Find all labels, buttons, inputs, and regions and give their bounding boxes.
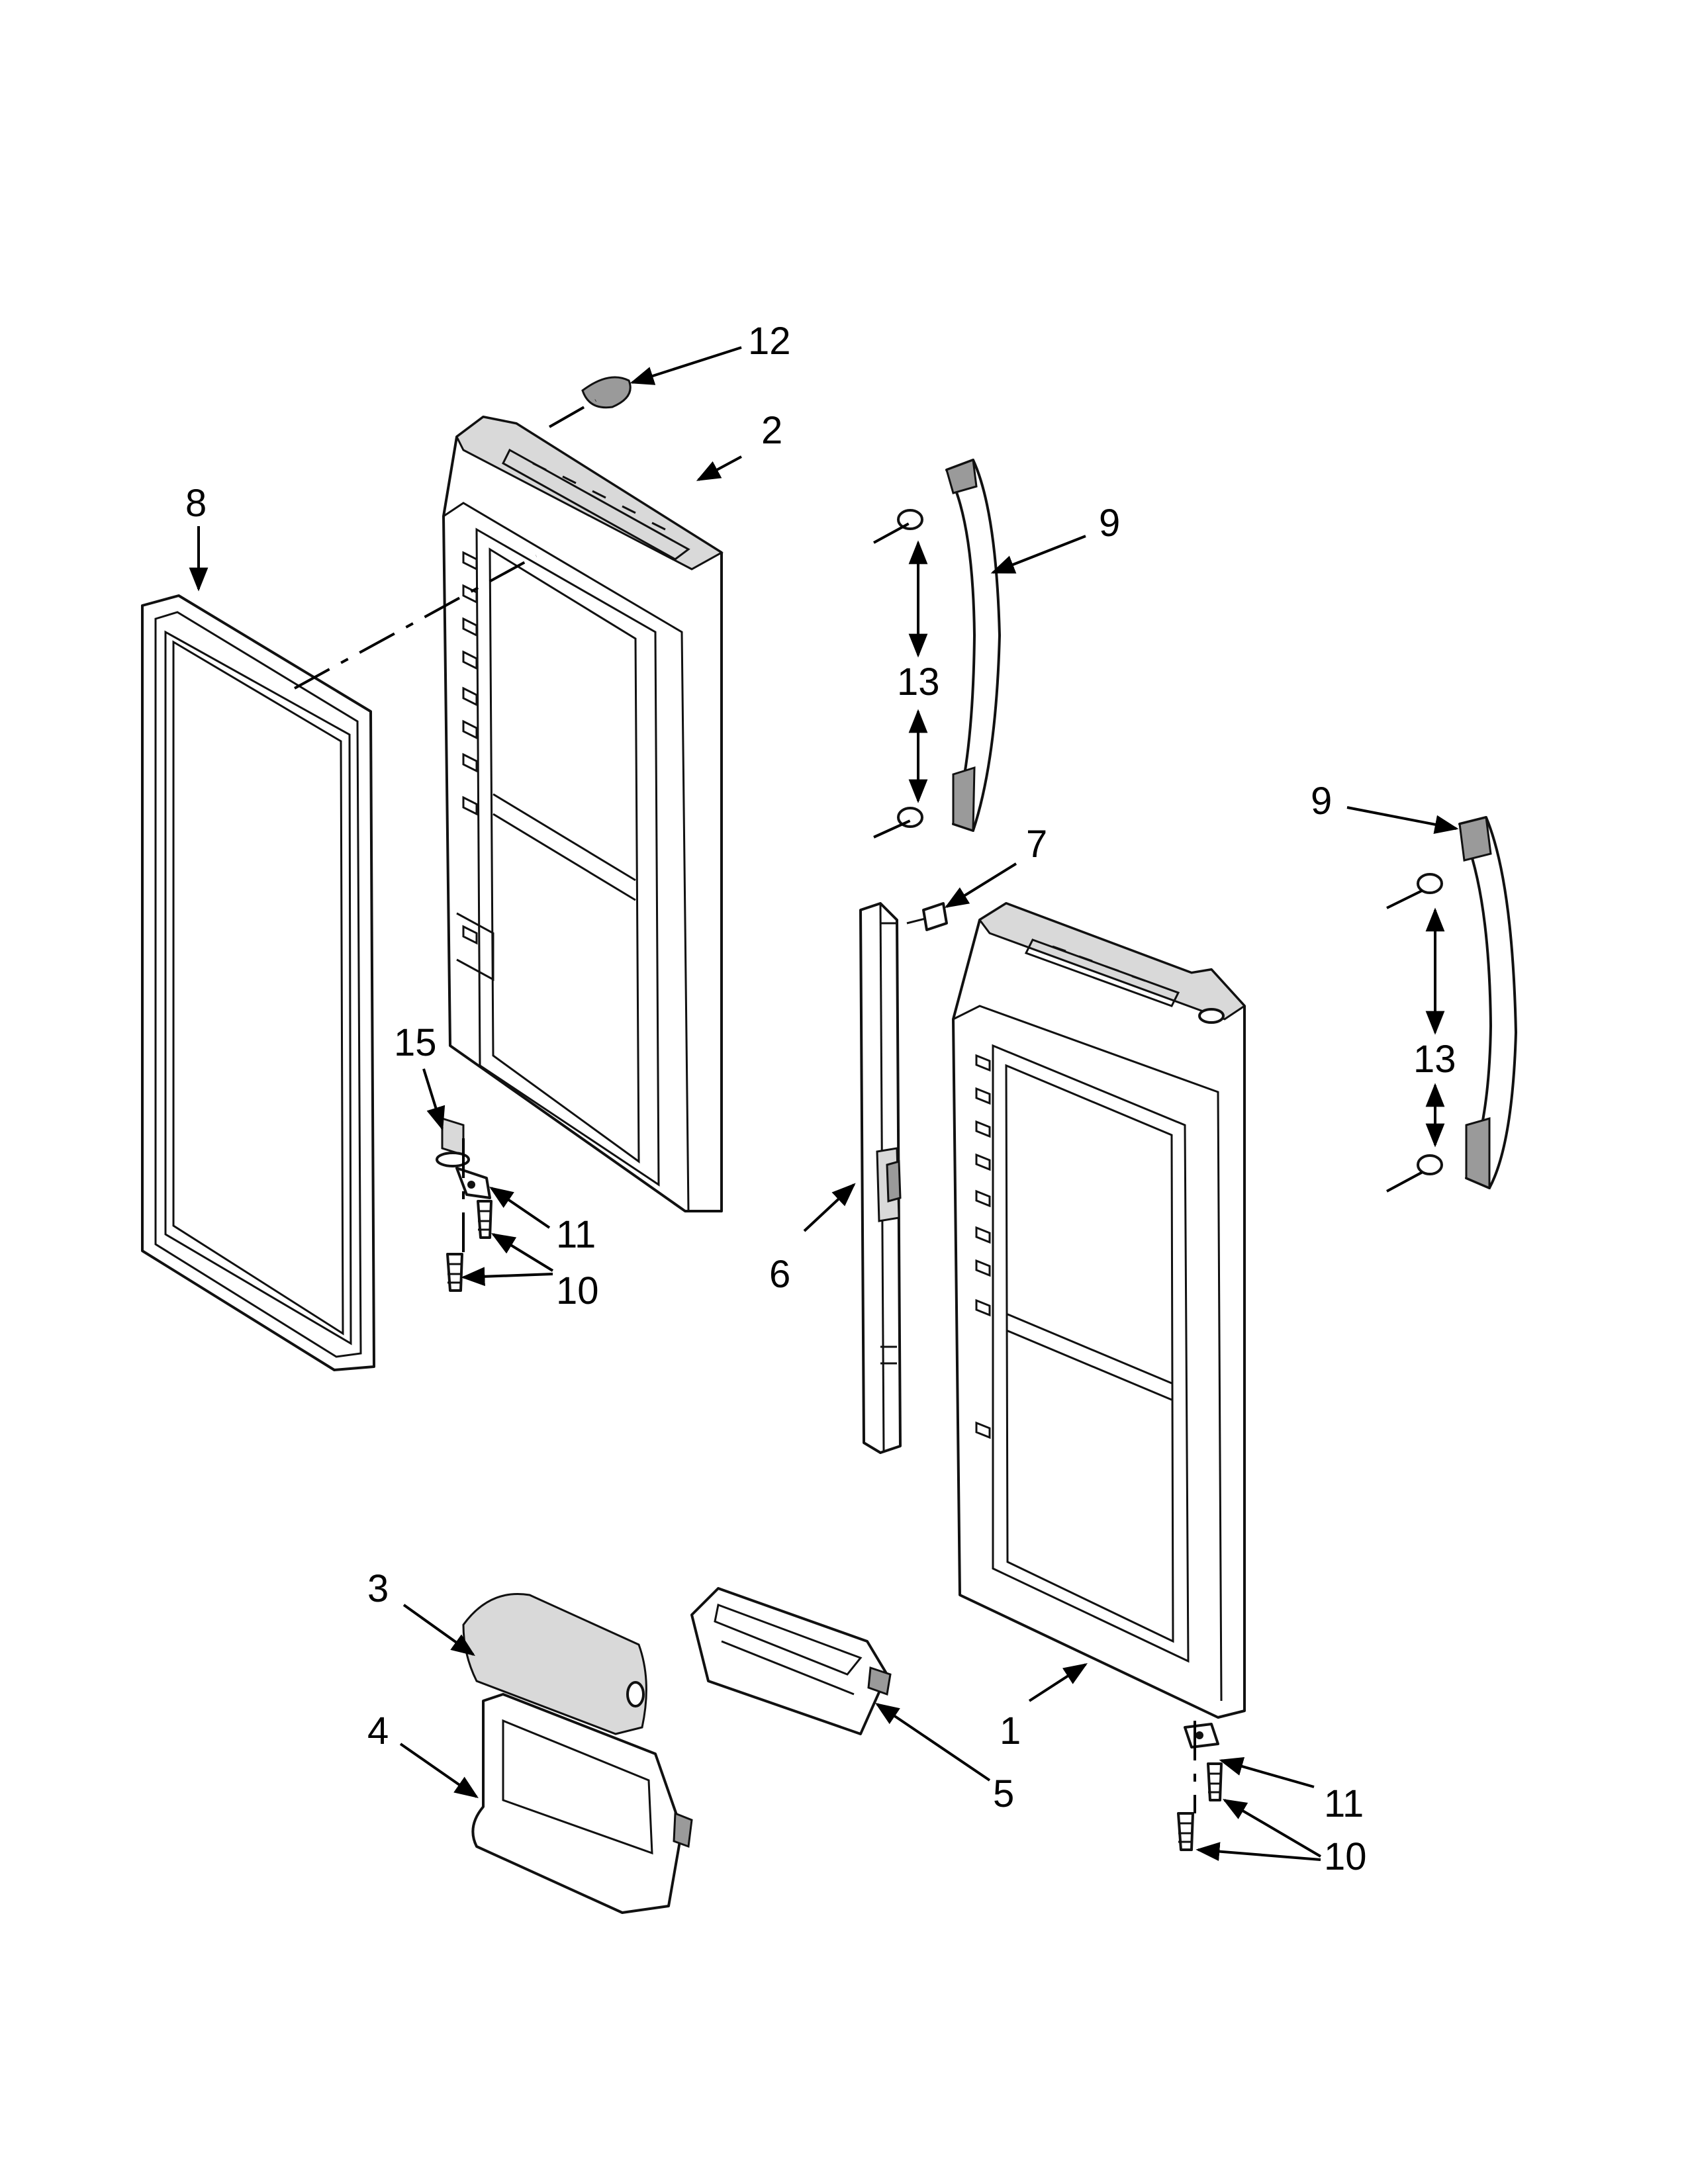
callout-8: 8	[185, 482, 207, 525]
callout-4: 4	[367, 1709, 389, 1752]
right-handle	[1386, 816, 1517, 1193]
door-gasket	[141, 594, 375, 1371]
right-door-shelf-tabs	[975, 1054, 991, 1439]
hinge-cap	[581, 376, 632, 409]
callout-10-left: 10	[556, 1269, 599, 1312]
mullion-screw	[906, 902, 948, 931]
cap-alignment-line	[549, 399, 596, 428]
callout-6: 6	[769, 1253, 790, 1296]
callout-11-left: 11	[556, 1213, 596, 1256]
callout-9-right: 9	[1311, 780, 1332, 823]
callout-7: 7	[1026, 823, 1047, 866]
door-shelf-tabs	[462, 551, 478, 945]
callout-13-right: 13	[1413, 1038, 1456, 1081]
door-bin	[471, 1693, 693, 1914]
leader-lines	[189, 346, 1459, 1861]
small-door-bin	[690, 1587, 892, 1735]
callout-15: 15	[394, 1021, 437, 1064]
left-hinge-hardware	[436, 1116, 492, 1292]
callout-3: 3	[367, 1567, 389, 1610]
callout-11-right: 11	[1324, 1782, 1364, 1825]
dairy-bin-cover	[462, 1592, 647, 1749]
door-mullion	[859, 902, 902, 1454]
right-door-liner	[952, 902, 1246, 1719]
callout-2: 2	[761, 409, 782, 452]
callout-10-right: 10	[1324, 1835, 1367, 1878]
callout-12: 12	[748, 320, 791, 363]
right-hinge-hardware	[1177, 1721, 1223, 1851]
callout-labels: 12 2 8 9 13 9 13 7 6 15 11 10 3 4 5 1 11…	[185, 320, 1456, 1878]
gasket-alignment-line	[294, 555, 537, 690]
upper-handle	[873, 458, 1001, 839]
callout-1: 1	[1000, 1709, 1021, 1752]
callout-5: 5	[993, 1772, 1014, 1815]
callout-9-upper: 9	[1099, 502, 1120, 545]
left-door-liner	[442, 416, 724, 1212]
callout-13-upper: 13	[897, 660, 940, 704]
